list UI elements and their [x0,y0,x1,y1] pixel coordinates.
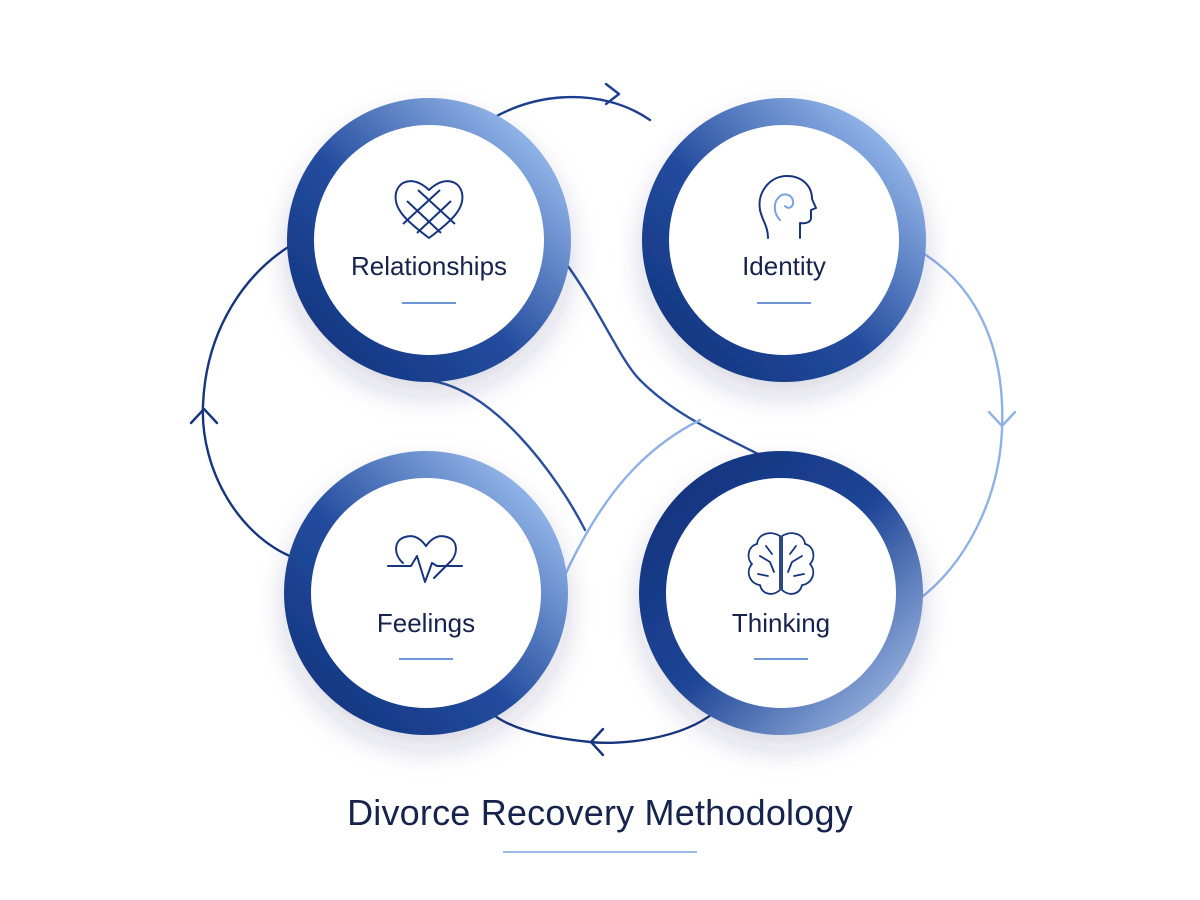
node-label-identity: Identity [742,251,826,281]
arrowheads [189,82,1017,757]
heart-mesh-icon [394,180,464,239]
connector-lines [201,95,1004,744]
brain-icon [747,532,815,595]
arrow-up-icon [189,407,219,425]
head-profile-icon [758,175,817,239]
connector-left [201,238,302,562]
connector-right [916,248,1004,602]
node-label-relationships: Relationships [351,251,507,281]
arrow-right-icon [604,82,621,106]
page-title: Divorce Recovery Methodology [347,792,853,833]
arrow-left-icon [589,727,605,757]
node-relationships[interactable] [287,98,571,382]
connector-cross-1 [563,260,762,457]
connector-bottom [488,710,717,744]
node-label-thinking: Thinking [732,608,830,638]
node-thinking[interactable] [639,451,923,735]
connector-cross-1b [418,378,587,532]
connector-cross-2 [563,418,702,577]
arrow-down-icon [987,410,1017,428]
title-underline [503,851,697,853]
node-identity[interactable] [642,98,926,382]
node-feelings[interactable] [284,451,568,735]
heartbeat-icon [387,535,463,583]
node-label-feelings: Feelings [377,608,475,638]
